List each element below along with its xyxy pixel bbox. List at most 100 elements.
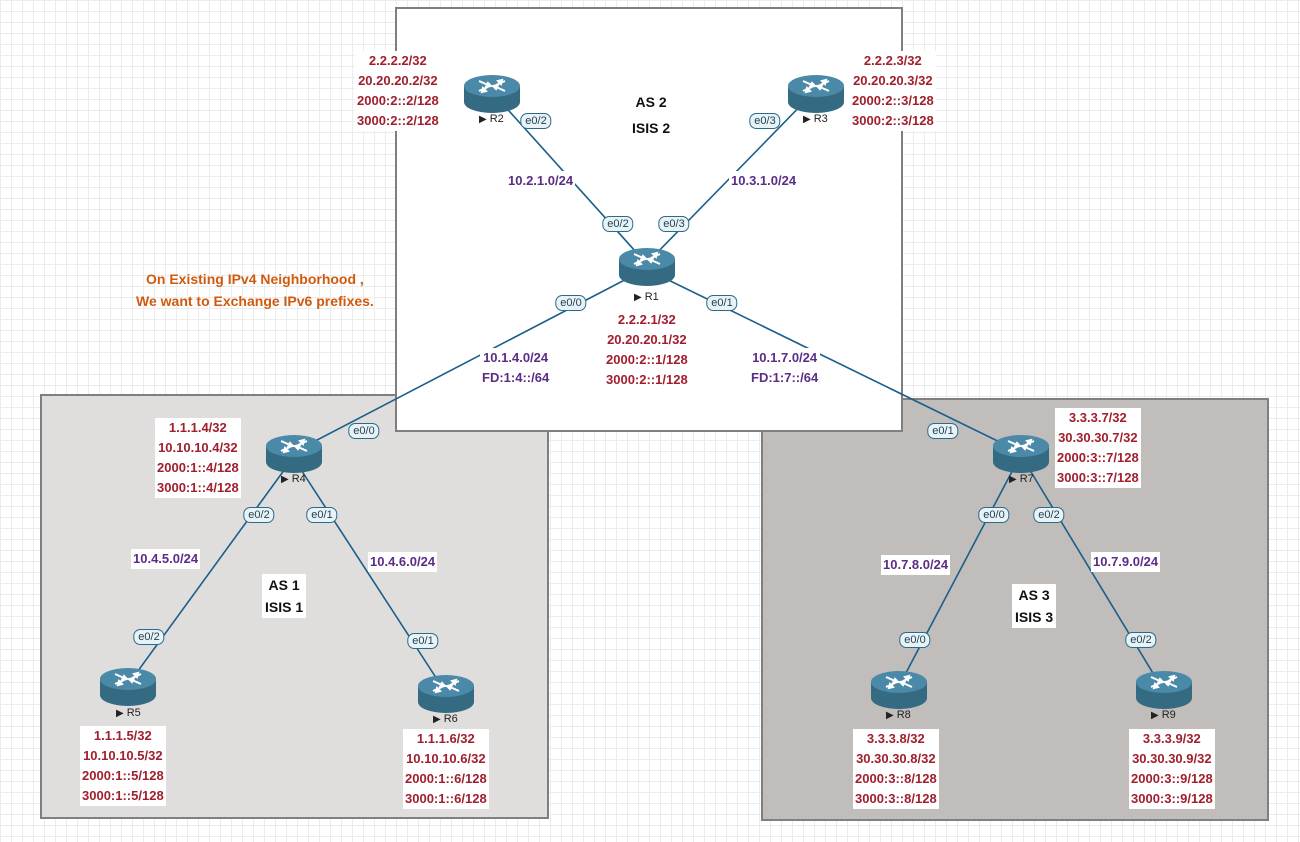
r5-addresses: 1.1.1.5/32 10.10.10.5/32 2000:1::5/128 3… (80, 726, 166, 806)
address-line: 20.20.20.2/32 (358, 73, 438, 88)
address-line: 2000:3::8/128 (855, 771, 937, 786)
subnet-r1-r7: 10.1.7.0/24 FD:1:7::/64 (749, 348, 821, 388)
address-line: 2.2.2.2/32 (368, 53, 427, 68)
router-r8[interactable] (869, 670, 929, 720)
r7-addresses: 3.3.3.7/32 30.30.30.7/32 2000:3::7/128 3… (1055, 408, 1141, 488)
iface-r5-e0-2[interactable]: e0/2 (133, 629, 165, 645)
iface-r8-e0-0[interactable]: e0/0 (899, 632, 931, 648)
iface-r4-e0-0[interactable]: e0/0 (348, 423, 380, 439)
iface-r3-e0-3[interactable]: e0/3 (749, 113, 781, 129)
router-icon (993, 435, 1049, 473)
as2-label: AS 2 ISIS 2 (629, 91, 673, 139)
router-r9[interactable] (1134, 670, 1194, 720)
address-line: 3.3.3.9/32 (1142, 731, 1201, 746)
address-line: 2000:3::7/128 (1057, 450, 1139, 465)
as-number: AS 3 (1018, 587, 1050, 603)
router-r3-label: ▶R3 (803, 113, 828, 125)
router-icon (788, 75, 844, 113)
iface-r9-e0-2[interactable]: e0/2 (1125, 632, 1157, 648)
link-r4-r5[interactable] (126, 461, 291, 687)
subnet-r4-r6: 10.4.6.0/24 (368, 552, 438, 572)
iface-r7-e0-2[interactable]: e0/2 (1033, 507, 1065, 523)
iface-r1-e0-0[interactable]: e0/0 (555, 295, 587, 311)
address-line: 30.30.30.8/32 (856, 751, 936, 766)
r4-addresses: 1.1.1.4/32 10.10.10.4/32 2000:1::4/128 3… (155, 418, 241, 498)
router-r8-label: ▶R8 (886, 709, 911, 721)
router-icon (100, 668, 156, 706)
address-line: 3000:1::6/128 (405, 791, 487, 806)
iface-r4-e0-1[interactable]: e0/1 (306, 507, 338, 523)
address-line: 30.30.30.9/32 (1132, 751, 1212, 766)
subnet-r1-r2: 10.2.1.0/24 (506, 171, 576, 191)
r3-addresses: 2.2.2.3/32 20.20.20.3/32 2000:2::3/128 3… (850, 51, 936, 131)
router-r2[interactable] (462, 74, 522, 124)
r1-addresses: 2.2.2.1/32 20.20.20.1/32 2000:2::1/128 3… (604, 310, 690, 390)
note-line-2: We want to Exchange IPv6 prefixes. (136, 293, 374, 309)
r9-addresses: 3.3.3.9/32 30.30.30.9/32 2000:3::9/128 3… (1129, 729, 1215, 809)
address-line: 2000:2::3/128 (852, 93, 934, 108)
router-r2-label: ▶R2 (479, 113, 504, 125)
iface-r4-e0-2[interactable]: e0/2 (243, 507, 275, 523)
link-r7-r9[interactable] (1024, 461, 1163, 689)
iface-r6-e0-1[interactable]: e0/1 (407, 633, 439, 649)
subnet-r1-r3: 10.3.1.0/24 (729, 171, 799, 191)
address-line: 20.20.20.1/32 (607, 332, 687, 347)
as-number: AS 1 (268, 577, 300, 593)
address-line: 3000:3::8/128 (855, 791, 937, 806)
link-r4-r6[interactable] (295, 461, 445, 691)
router-r1[interactable] (617, 247, 677, 297)
router-r6[interactable] (416, 674, 476, 724)
router-icon (619, 248, 675, 286)
iface-r1-e0-3[interactable]: e0/3 (658, 216, 690, 232)
isis-area: ISIS 3 (1015, 609, 1054, 625)
router-icon (464, 75, 520, 113)
iface-r1-e0-2[interactable]: e0/2 (602, 216, 634, 232)
subnet-r7-r9: 10.7.9.0/24 (1091, 552, 1161, 572)
address-line: 1.1.1.5/32 (93, 728, 152, 743)
router-r4[interactable] (264, 434, 324, 484)
subnet-ipv4: 10.1.4.0/24 (483, 350, 549, 365)
router-r4-label: ▶R4 (281, 473, 306, 485)
address-line: 2.2.2.1/32 (617, 312, 676, 327)
router-icon (418, 675, 474, 713)
address-line: 3000:2::3/128 (852, 113, 934, 128)
diagram-note: On Existing IPv4 Neighborhood , We want … (136, 268, 374, 312)
address-line: 3.3.3.7/32 (1068, 410, 1127, 425)
router-r3[interactable] (786, 74, 846, 124)
router-r6-label: ▶R6 (433, 713, 458, 725)
r6-addresses: 1.1.1.6/32 10.10.10.6/32 2000:1::6/128 3… (403, 729, 489, 809)
address-line: 10.10.10.4/32 (158, 440, 238, 455)
address-line: 10.10.10.6/32 (406, 751, 486, 766)
router-r7-label: ▶R7 (1009, 473, 1034, 485)
address-line: 20.20.20.3/32 (853, 73, 933, 88)
iface-r7-e0-1[interactable]: e0/1 (927, 423, 959, 439)
link-r7-r8[interactable] (897, 461, 1018, 689)
subnet-r1-r4: 10.1.4.0/24 FD:1:4::/64 (480, 348, 552, 388)
address-line: 30.30.30.7/32 (1058, 430, 1138, 445)
address-line: 3000:2::1/128 (606, 372, 688, 387)
subnet-ipv6: FD:1:7::/64 (751, 370, 819, 385)
router-r7[interactable] (991, 434, 1051, 484)
isis-area: ISIS 2 (632, 120, 671, 136)
address-line: 3000:3::9/128 (1131, 791, 1213, 806)
router-r1-label: ▶R1 (634, 291, 659, 303)
subnet-ipv4: 10.1.7.0/24 (752, 350, 818, 365)
address-line: 1.1.1.6/32 (416, 731, 475, 746)
address-line: 3.3.3.8/32 (866, 731, 925, 746)
iface-r2-e0-2[interactable]: e0/2 (520, 113, 552, 129)
note-line-1: On Existing IPv4 Neighborhood , (146, 271, 364, 287)
address-line: 2000:3::9/128 (1131, 771, 1213, 786)
address-line: 10.10.10.5/32 (83, 748, 163, 763)
address-line: 2000:1::6/128 (405, 771, 487, 786)
router-r5[interactable] (98, 667, 158, 717)
address-line: 1.1.1.4/32 (168, 420, 227, 435)
address-line: 2000:1::5/128 (82, 768, 164, 783)
address-line: 3000:1::4/128 (157, 480, 239, 495)
iface-r7-e0-0[interactable]: e0/0 (978, 507, 1010, 523)
address-line: 2000:2::1/128 (606, 352, 688, 367)
address-line: 3000:1::5/128 (82, 788, 164, 803)
iface-r1-e0-1[interactable]: e0/1 (706, 295, 738, 311)
address-line: 3000:3::7/128 (1057, 470, 1139, 485)
subnet-ipv6: FD:1:4::/64 (482, 370, 550, 385)
subnet-r7-r8: 10.7.8.0/24 (881, 555, 951, 575)
